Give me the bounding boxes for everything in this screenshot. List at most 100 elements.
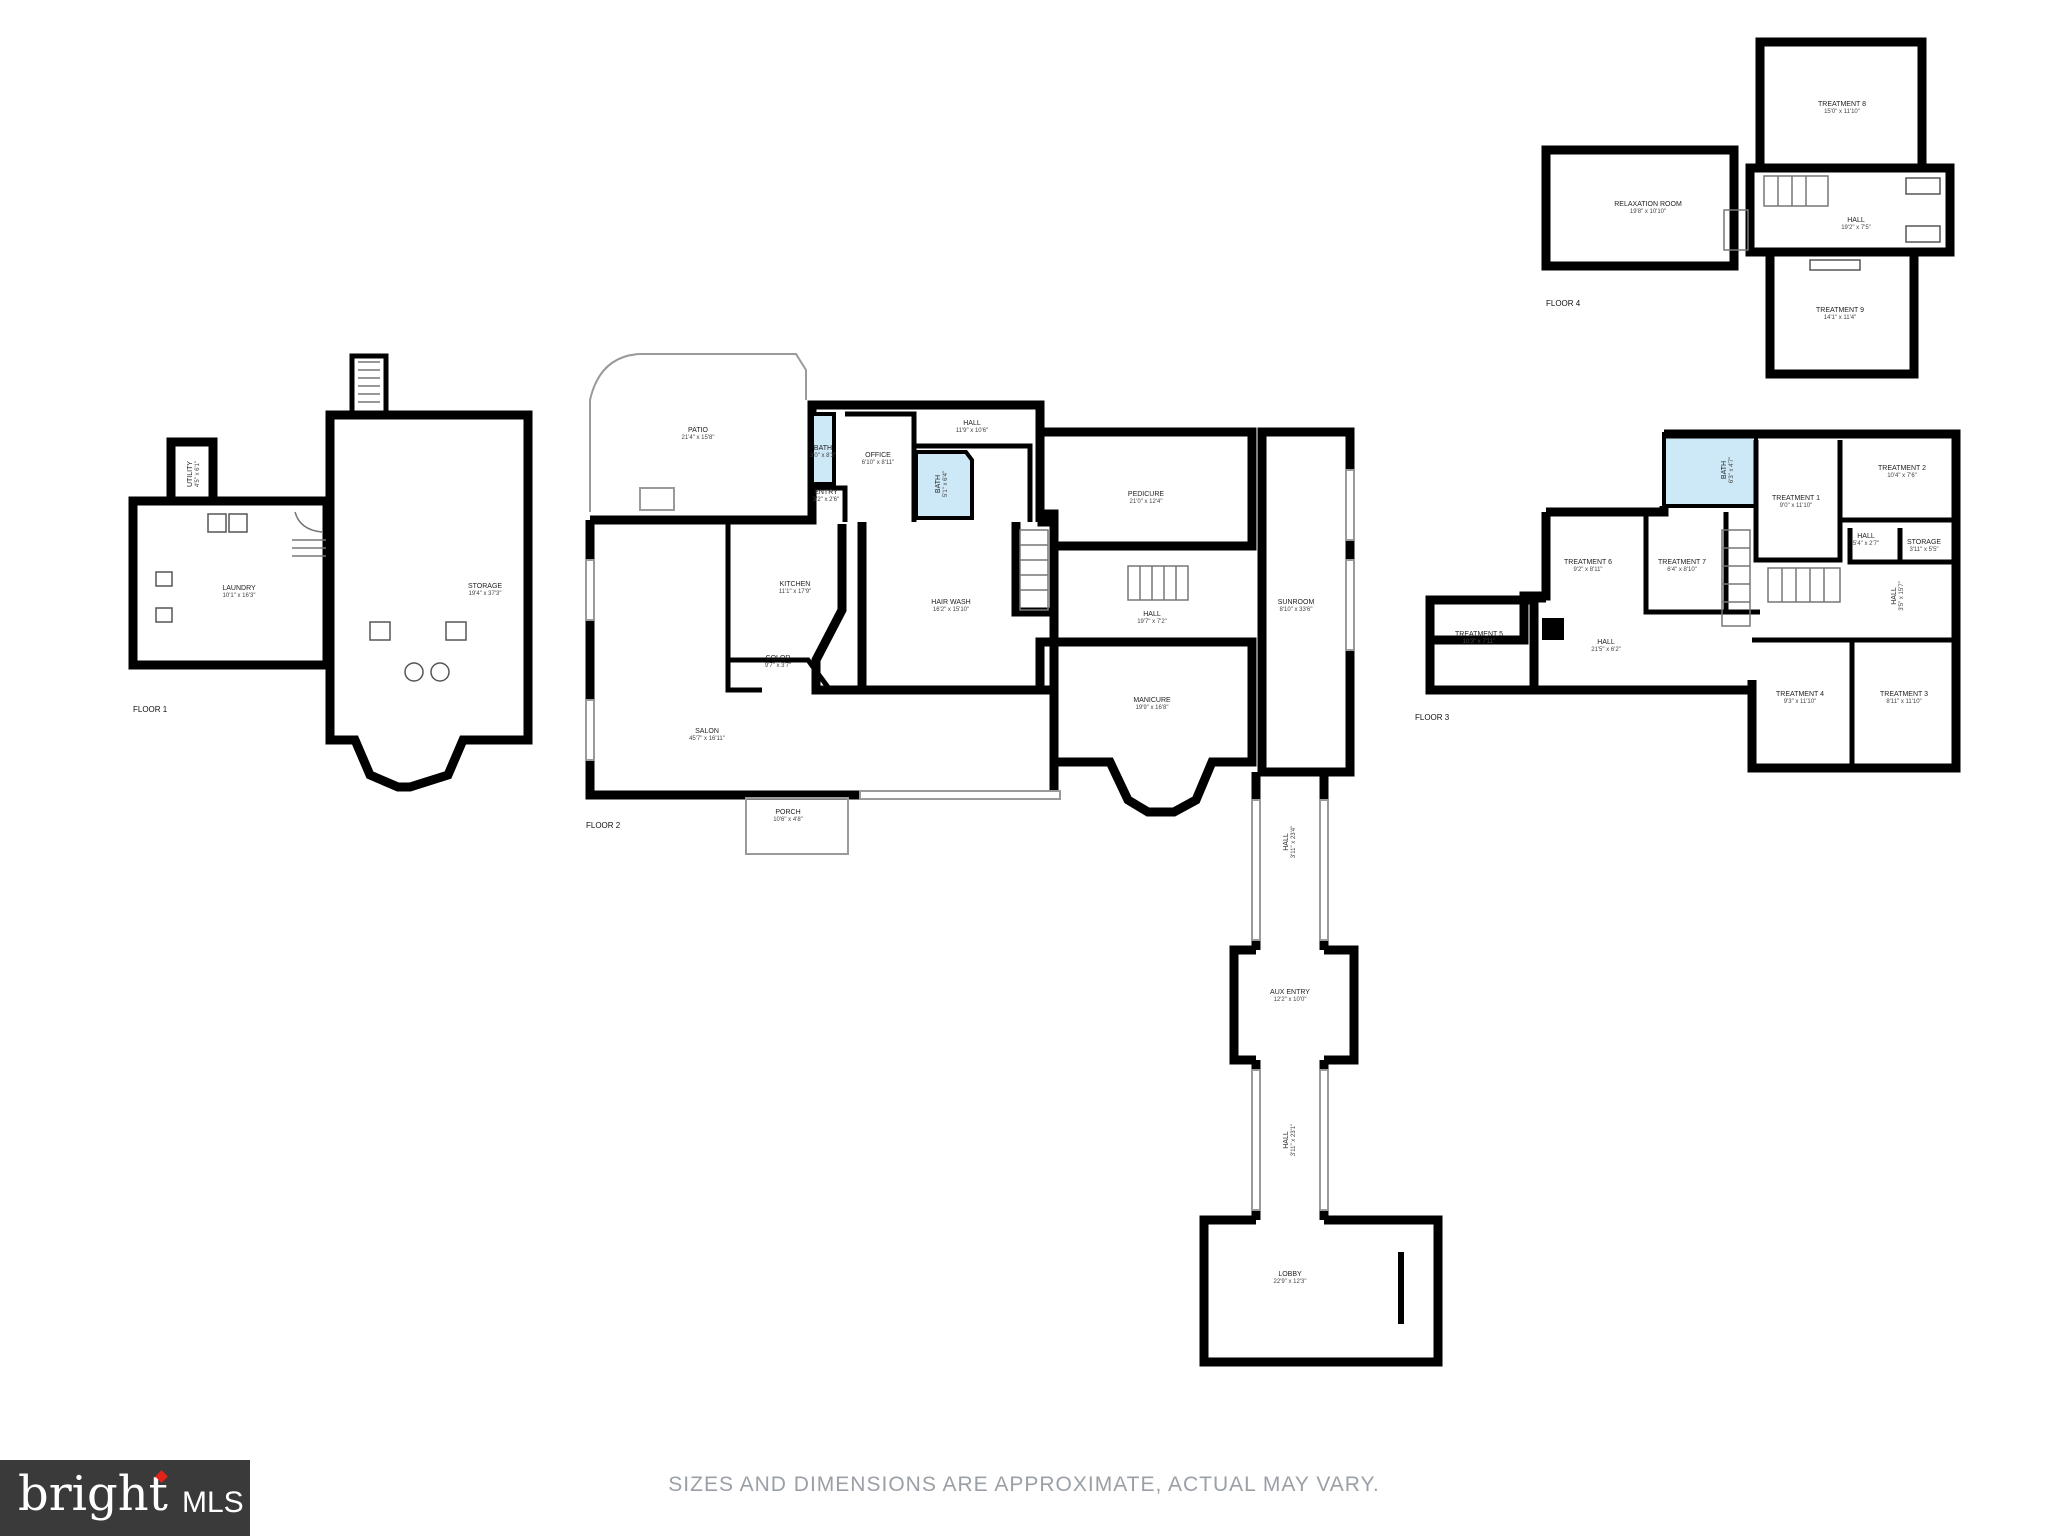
logo-suffix: MLS xyxy=(182,1486,244,1519)
room-label: TREATMENT 19'0" x 11'10" xyxy=(1772,495,1820,509)
storage-fixture xyxy=(445,621,467,641)
floor2-stairs-2 xyxy=(1127,565,1189,601)
sunroom-window xyxy=(1345,469,1355,541)
disclaimer-text: SIZES AND DIMENSIONS ARE APPROXIMATE, AC… xyxy=(668,1473,1380,1496)
room-dimensions: 10'3" x 7'11" xyxy=(1463,639,1495,645)
kitchen-hairwash-wall xyxy=(811,524,1050,695)
laundry-stairs xyxy=(292,511,326,557)
room-dimensions: 3'5" x 15'7" xyxy=(1899,581,1905,611)
room-name: HALL xyxy=(1597,639,1615,646)
corridor-window xyxy=(1319,799,1329,941)
room-name: UTILITY xyxy=(187,461,194,487)
corridor-window xyxy=(1251,799,1261,941)
lobby-desk xyxy=(1398,1252,1404,1324)
room-dimensions: 3'11" x 23'4" xyxy=(1291,826,1297,858)
room-name: PATIO xyxy=(688,427,709,434)
room-name: HALL xyxy=(1283,1131,1290,1149)
floor-4-plan xyxy=(1541,37,1955,379)
bright-mls-logo: bright MLS xyxy=(0,1460,250,1536)
floor-1-plan xyxy=(128,353,533,792)
room-label: TREATMENT 510'3" x 7'11" xyxy=(1455,631,1503,645)
room-name: TREATMENT 1 xyxy=(1772,495,1820,502)
room-dimensions: 6'3" x 4'7" xyxy=(1729,457,1735,483)
room-label: TREATMENT 914'1" x 11'4" xyxy=(1816,307,1864,321)
room-name: TREATMENT 3 xyxy=(1880,691,1928,698)
room-dimensions: 19'9" x 16'8" xyxy=(1136,705,1169,711)
relaxation-room xyxy=(1541,145,1739,271)
room-name: LOBBY xyxy=(1278,1271,1302,1278)
room-name: COLOR xyxy=(766,655,791,662)
room-label: TREATMENT 76'4" x 8'10" xyxy=(1658,559,1706,573)
room-name: HALL xyxy=(1857,533,1875,540)
room-name: TREATMENT 6 xyxy=(1564,559,1612,566)
room-name: HALL xyxy=(1283,833,1290,851)
room-dimensions: 21'5" x 6'2" xyxy=(1591,647,1621,653)
room-name: MANICURE xyxy=(1133,697,1171,704)
room-label: TREATMENT 38'11" x 11'10" xyxy=(1880,691,1928,705)
floor3-stairs-1 xyxy=(1721,529,1751,627)
room-dimensions: 16'2" x 15'10" xyxy=(933,607,969,613)
room-label: TREATMENT 69'2" x 8'11" xyxy=(1564,559,1612,573)
laundry-fixture xyxy=(155,571,173,587)
room-name: LAUNDRY xyxy=(222,585,256,592)
room-label: TREATMENT 815'0" x 11'10" xyxy=(1818,101,1866,115)
room-dimensions: 9'0" x 11'10" xyxy=(1780,503,1812,509)
storage-stairs xyxy=(358,361,380,403)
floor4-hall xyxy=(1745,163,1955,257)
room-dimensions: 21'0" x 12'4" xyxy=(1130,499,1163,505)
storage-hall-walls xyxy=(1847,528,1956,565)
room-dimensions: 4'5" x 6'1" xyxy=(195,461,201,487)
room-name: OFFICE xyxy=(865,452,891,459)
floor-3-plan xyxy=(1425,429,1961,773)
floor2-stairs-1 xyxy=(1019,529,1049,611)
salon-window xyxy=(585,559,595,621)
room-name: SUNROOM xyxy=(1278,599,1315,606)
room-name: TREATMENT 4 xyxy=(1776,691,1824,698)
room-name: PORCH xyxy=(775,809,800,816)
room-dimensions: 8'10" x 33'6" xyxy=(1280,607,1313,613)
room-name: HALL xyxy=(1847,217,1865,224)
room-label: TREATMENT 49'3" x 11'10" xyxy=(1776,691,1824,705)
floor2-bath-small xyxy=(810,412,836,486)
room-dimensions: 10'6" x 4'8" xyxy=(773,817,803,823)
room-dimensions: 6'10" x 8'11" xyxy=(862,460,894,466)
manicure-room xyxy=(1049,637,1257,817)
salon-wall xyxy=(585,514,1059,800)
closet xyxy=(1905,225,1941,243)
room-dimensions: 11'1" x 17'9" xyxy=(779,589,811,595)
room-dimensions: 19'7" x 7'2" xyxy=(1137,619,1167,625)
room-dimensions: 19'2" x 7'5" xyxy=(1841,225,1871,231)
room-dimensions: 19'4" x 37'3" xyxy=(469,591,502,597)
storage-fixture xyxy=(369,621,391,641)
room-dimensions: 3'0" x 8'3" xyxy=(810,453,836,459)
treatment5-room xyxy=(1425,595,1539,695)
floor-2-plan xyxy=(585,353,1443,1367)
room-dimensions: 12'2" x 10'0" xyxy=(1274,997,1307,1003)
floor3-column xyxy=(1542,618,1564,640)
corridor-walls-2 xyxy=(1251,1060,1329,1220)
room-dimensions: 11'9" x 10'6" xyxy=(956,428,988,434)
patio-outline xyxy=(589,353,807,512)
